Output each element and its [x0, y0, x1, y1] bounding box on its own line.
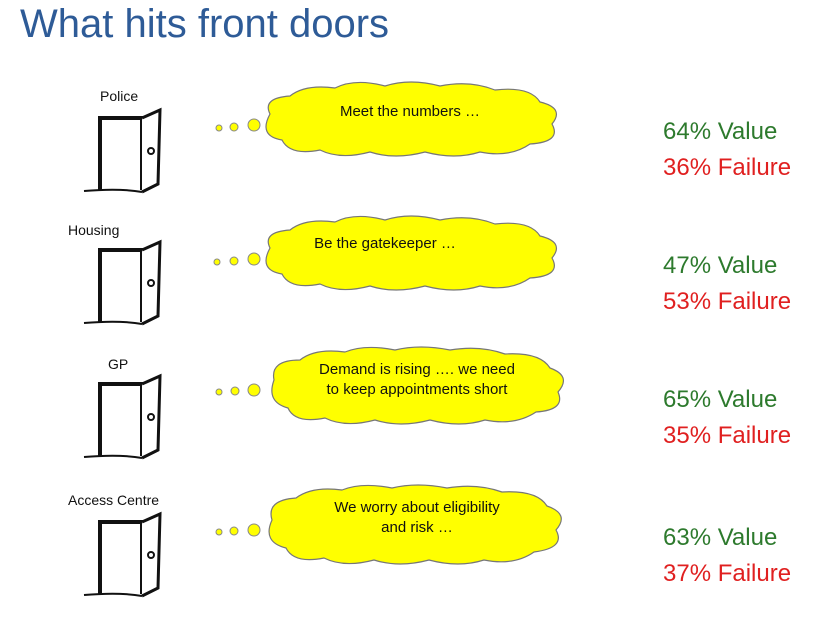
- thought-bubble: [215, 346, 565, 425]
- door-label: GP: [108, 356, 129, 372]
- door-row-gp: GP Demand is rising …. we need to keep a…: [0, 346, 839, 488]
- thought-text: Meet the numbers …: [275, 102, 545, 122]
- open-door-icon: [83, 511, 162, 598]
- thought-line: Be the gatekeeper …: [314, 235, 456, 252]
- value-percent: 65% Value: [663, 386, 778, 413]
- door-label: Police: [100, 88, 139, 104]
- door-row-police: Police Meet the numbers … 64% Value 36% …: [0, 80, 839, 220]
- open-door-icon: [83, 373, 162, 460]
- thought-text: Demand is rising …. we need to keep appo…: [282, 360, 552, 400]
- door-row-housing: Housing Be the gatekeeper … 47% Value 53…: [0, 214, 839, 354]
- open-door-icon: [83, 239, 162, 326]
- door-label: Housing: [68, 222, 120, 238]
- thought-bubble: [215, 81, 558, 157]
- value-percent: 47% Value: [663, 252, 778, 279]
- page-title: What hits front doors: [20, 2, 390, 46]
- thought-line: and risk …: [381, 519, 453, 536]
- value-percent: 64% Value: [663, 118, 778, 145]
- thought-text: We worry about eligibility and risk …: [282, 498, 552, 538]
- thought-line: We worry about eligibility: [334, 499, 500, 516]
- failure-percent: 36% Failure: [663, 154, 792, 181]
- value-percent: 63% Value: [663, 524, 778, 551]
- thought-text: Be the gatekeeper …: [250, 234, 520, 254]
- thought-line: Meet the numbers …: [339, 103, 481, 120]
- failure-percent: 37% Failure: [663, 560, 792, 587]
- door-label: Access Centre: [68, 492, 160, 508]
- thought-line: Demand is rising …. we need: [319, 361, 515, 378]
- failure-percent: 35% Failure: [663, 422, 792, 449]
- thought-bubble: [215, 484, 562, 565]
- failure-percent: 53% Failure: [663, 288, 792, 315]
- door-row-access-centre: Access Centre We worry about eligibility…: [0, 482, 839, 622]
- thought-line: to keep appointments short: [326, 381, 508, 398]
- open-door-icon: [83, 107, 162, 194]
- thought-bubble: [213, 215, 558, 291]
